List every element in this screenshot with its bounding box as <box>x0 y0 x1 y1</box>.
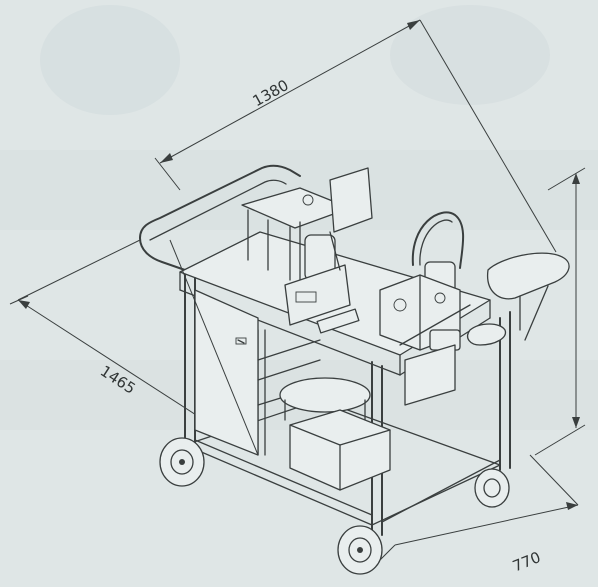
right-machine <box>379 211 471 406</box>
left-machine <box>241 167 373 334</box>
right-tray <box>466 252 570 346</box>
dimension-top-label: 1380 <box>250 76 292 110</box>
wheel-front-left <box>159 437 205 487</box>
wheel-back-right <box>474 468 510 508</box>
construction-line <box>169 239 259 456</box>
dimension-height-line <box>534 167 586 456</box>
lower-box <box>289 409 391 491</box>
dimension-depth-line <box>379 454 579 561</box>
dimension-depth-label: 770 <box>510 548 543 575</box>
dimension-top-line <box>154 19 557 253</box>
wheel-front-right <box>337 525 383 575</box>
